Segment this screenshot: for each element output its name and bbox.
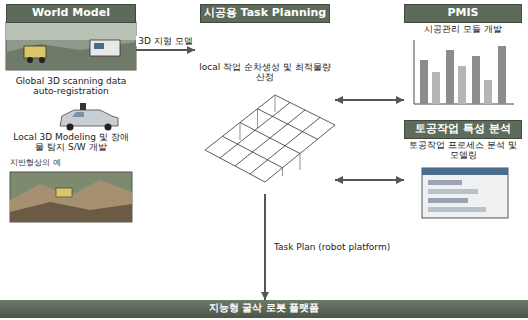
image-caption: 지반형상의 예	[8, 158, 63, 167]
terrain-image	[10, 172, 132, 222]
exchange-arrow	[335, 99, 404, 101]
panel-text: Global 3D scanning data auto-registratio…	[6, 76, 136, 97]
panel-header: PMIS	[404, 4, 522, 23]
panel-header: 토공작업 특성 분석	[404, 120, 522, 139]
pmis-panel: PMIS시공관리 모듈 개발	[404, 4, 522, 110]
analysis-panel: 토공작업 특성 분석토공작업 프로세스 분석 및 모델링	[404, 120, 522, 222]
panel-header: 시공용 Task Planning	[200, 4, 330, 23]
process-screenshot	[422, 168, 508, 218]
connector-label: Task Plan (robot platform)	[272, 242, 392, 252]
exchange-arrow	[335, 179, 404, 181]
flow-arrow	[264, 194, 266, 300]
panel-text: 시공관리 모듈 개발	[404, 24, 522, 34]
platform-band: 지능형 굴삭 로봇 플랫폼	[0, 300, 528, 318]
pmis-chart	[414, 40, 514, 104]
planning-panel: 시공용 Task Planning local 작업 순차생성 및 최적물량 산정	[195, 4, 335, 194]
panel-text: local 작업 순차생성 및 최적물량 산정	[195, 62, 335, 83]
panel-header: World Model	[6, 4, 136, 23]
connector-label: 3D 지형 모델	[136, 36, 194, 46]
terrain-mesh	[205, 95, 335, 182]
scanner-car	[60, 103, 118, 131]
flow-arrow	[136, 49, 195, 51]
panel-text: 토공작업 프로세스 분석 및 모델링	[404, 140, 522, 161]
world-model-panel: World ModelGlobal 3D scanning data auto-…	[6, 4, 136, 224]
panel-text: Local 3D Modeling 및 장애물 탐지 S/W 개발	[6, 132, 136, 153]
band-text: 지능형 굴삭 로봇 플랫폼	[0, 302, 528, 314]
site-photo	[6, 22, 136, 70]
